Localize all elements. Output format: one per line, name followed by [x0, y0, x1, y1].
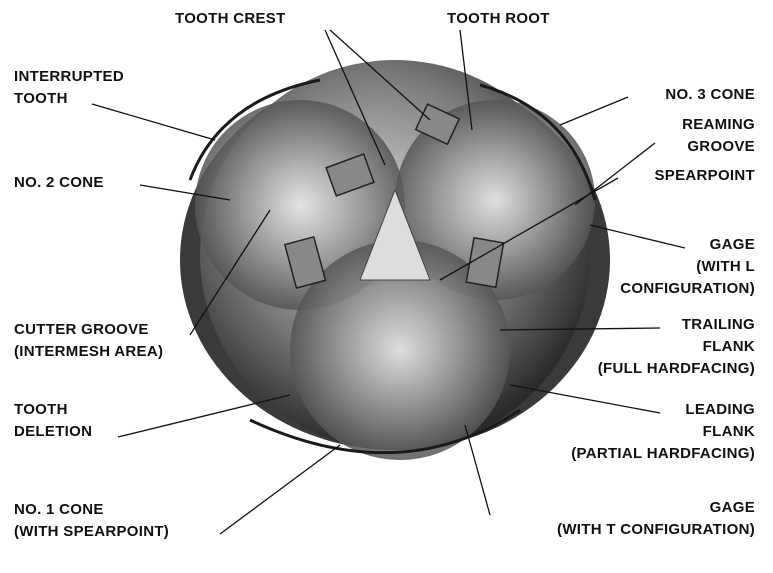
- label-spearpoint: SPEARPOINT: [654, 165, 755, 187]
- gage-teeth: [188, 78, 597, 455]
- label-tooth-crest: TOOTH CREST: [175, 8, 286, 30]
- label-gage-l-configuration: GAGE (WITH L CONFIGURATION): [620, 234, 755, 300]
- label-text: FLANK: [702, 423, 755, 440]
- label-text: (FULL HARDFACING): [597, 360, 755, 377]
- label-text: (WITH SPEARPOINT): [14, 523, 170, 540]
- label-text: CUTTER GROOVE: [14, 321, 149, 338]
- label-text: CONFIGURATION): [620, 280, 755, 297]
- leader-lines: [91, 29, 686, 535]
- bit-body: [180, 60, 610, 460]
- label-text: TOOTH: [14, 401, 68, 418]
- spearpoint-shape: [359, 188, 431, 281]
- label-text: GAGE: [709, 499, 755, 516]
- label-cutter-groove: CUTTER GROOVE (INTERMESH AREA): [14, 319, 163, 363]
- label-text: TRAILING: [681, 316, 755, 333]
- label-text: GROOVE: [687, 138, 755, 155]
- label-no1-cone: NO. 1 CONE (WITH SPEARPOINT): [14, 499, 169, 543]
- label-text: REAMING: [682, 116, 755, 133]
- label-trailing-flank: TRAILING FLANK (FULL HARDFACING): [598, 314, 755, 380]
- label-text: FLANK: [702, 338, 755, 355]
- label-text: (PARTIAL HARDFACING): [571, 445, 755, 462]
- no1-cone-shape: [290, 240, 510, 460]
- label-tooth-root: TOOTH ROOT: [447, 8, 550, 30]
- label-text: TOOTH: [14, 90, 68, 107]
- label-text: (WITH L: [696, 258, 755, 275]
- label-text: DELETION: [14, 423, 93, 440]
- label-text: (WITH T CONFIGURATION): [557, 521, 755, 538]
- label-text: NO. 1 CONE: [14, 501, 104, 518]
- label-text: INTERRUPTED: [14, 68, 124, 85]
- label-no3-cone: NO. 3 CONE: [665, 84, 755, 106]
- label-text: (INTERMESH AREA): [14, 343, 164, 360]
- label-text: SPEARPOINT: [654, 167, 755, 184]
- label-leading-flank: LEADING FLANK (PARTIAL HARDFACING): [571, 399, 755, 465]
- label-interrupted-tooth: INTERRUPTED TOOTH: [14, 66, 124, 110]
- label-text: LEADING: [685, 401, 755, 418]
- label-text: NO. 2 CONE: [14, 174, 104, 191]
- label-tooth-deletion: TOOTH DELETION: [14, 399, 92, 443]
- label-no2-cone: NO. 2 CONE: [14, 172, 104, 194]
- label-reaming-groove: REAMING GROOVE: [682, 114, 755, 158]
- label-gage-t-configuration: GAGE (WITH T CONFIGURATION): [557, 497, 755, 541]
- label-text: TOOTH CREST: [175, 10, 286, 27]
- label-text: GAGE: [709, 236, 755, 253]
- label-text: TOOTH ROOT: [447, 10, 550, 27]
- label-text: NO. 3 CONE: [665, 86, 755, 103]
